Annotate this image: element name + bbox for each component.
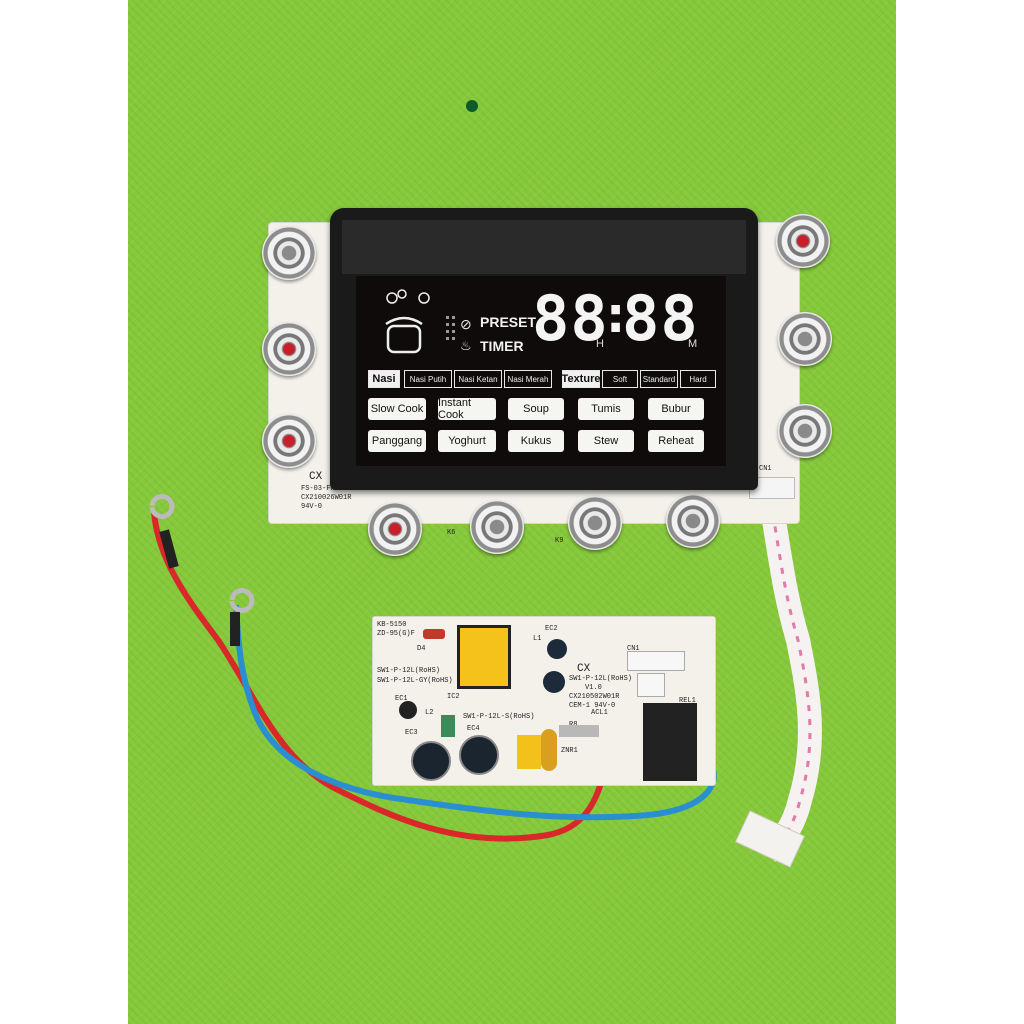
- menu-tumis-button[interactable]: Tumis: [578, 398, 634, 420]
- acl1-label: ACL1: [591, 709, 608, 717]
- spring-contact: [778, 312, 832, 366]
- ec1-label: EC1: [395, 695, 408, 703]
- rel1-label: REL1: [679, 697, 696, 705]
- l2-label: L2: [425, 709, 434, 717]
- hour-unit: H: [596, 338, 604, 350]
- spring-contact: [776, 214, 830, 268]
- spring-contact: [262, 226, 316, 280]
- connector-label: CN1: [759, 465, 772, 473]
- capacitor: [547, 639, 567, 659]
- spring-contact: [778, 404, 832, 458]
- key-label-k9: K9: [555, 537, 564, 545]
- tab-soft[interactable]: Soft: [602, 370, 638, 388]
- time-minutes: 88: [622, 282, 699, 355]
- wires: [149, 482, 822, 868]
- menu-soup-button[interactable]: Soup: [508, 398, 564, 420]
- cn1-label: CN1: [627, 645, 640, 653]
- spring-contact: [368, 502, 422, 556]
- felt-spot: [466, 100, 478, 112]
- l1-label: L1: [533, 635, 542, 643]
- board-code: CX210026W01R: [301, 494, 352, 502]
- tab-texture[interactable]: Texture: [562, 370, 600, 388]
- label-b: SW1-P-12L-GY(RoHS): [377, 677, 453, 685]
- menu-kukus-button[interactable]: Kukus: [508, 430, 564, 452]
- code-label: CX210502W01R: [569, 693, 620, 701]
- varistor: [541, 729, 557, 771]
- board-brand: CX: [309, 471, 323, 483]
- board-rating: 94V-0: [301, 503, 323, 511]
- capacitor: [399, 701, 417, 719]
- spring-contact: [568, 496, 622, 550]
- cooking-pot-icon: [385, 289, 430, 354]
- tab-nasi[interactable]: Nasi: [368, 370, 400, 388]
- label-a: SW1-P-12L(RoHS): [377, 667, 441, 675]
- menu-yoghurt-button[interactable]: Yoghurt: [438, 430, 496, 452]
- spring-contact: [666, 494, 720, 548]
- connector: [637, 673, 665, 697]
- transformer: [457, 625, 511, 689]
- power-board: KB-5150 ZD-95(G)F D4 SW1-P-12L(RoHS) SW1…: [372, 616, 716, 786]
- model-label-2: ZD-95(G)F: [377, 630, 415, 638]
- board-brand: CX: [577, 663, 591, 675]
- menu-slow-cook-button[interactable]: Slow Cook: [368, 398, 426, 420]
- menu-panggang-button[interactable]: Panggang: [368, 430, 426, 452]
- timer-label: TIMER: [480, 338, 524, 354]
- diode: [423, 629, 445, 639]
- product-photo: CX FS-03-FWR CX210026W01R 94V-0 CN1 K6 K…: [128, 0, 896, 1024]
- connector: [627, 651, 685, 671]
- x-capacitor: [517, 735, 541, 769]
- d4-label: D4: [417, 645, 426, 653]
- bezel-top: [342, 220, 746, 274]
- rating-label: CEM-1 94V-0: [569, 702, 616, 710]
- menu-reheat-button[interactable]: Reheat: [648, 430, 704, 452]
- preset-label: PRESET: [480, 314, 537, 330]
- menu-instant-cook-button[interactable]: Instant Cook: [438, 397, 496, 421]
- capacitor: [459, 735, 499, 775]
- ec2-label: EC2: [545, 625, 558, 633]
- ec3-label: EC3: [405, 729, 418, 737]
- inductor: [441, 715, 455, 737]
- relay: [643, 703, 697, 781]
- key-label-k6: K6: [447, 529, 456, 537]
- lcd-panel: ⊘ PRESET ♨ TIMER 88 : 88 H M Nasi Nasi P…: [356, 276, 726, 466]
- ic2-label: IC2: [447, 693, 460, 701]
- steam-icon: ♨: [460, 338, 472, 353]
- minute-unit: M: [688, 338, 698, 350]
- menu-bubur-button[interactable]: Bubur: [648, 398, 704, 420]
- tab-standard[interactable]: Standard: [640, 370, 678, 388]
- tab-nasi-merah[interactable]: Nasi Merah: [504, 370, 552, 388]
- resistor: [559, 725, 599, 737]
- time-hours: 88: [532, 282, 609, 355]
- label-d: SW1-P-12L-S(RoHS): [463, 713, 535, 721]
- tab-nasi-ketan[interactable]: Nasi Ketan: [454, 370, 502, 388]
- spring-contact: [262, 414, 316, 468]
- clock-icon: ⊘: [460, 316, 472, 332]
- label-c: SW1-P-12L(RoHS): [569, 675, 633, 683]
- spring-contact: [470, 500, 524, 554]
- version-label: V1.0: [585, 684, 602, 692]
- capacitor: [543, 671, 565, 693]
- level-dots-icon: [446, 316, 455, 340]
- menu-stew-button[interactable]: Stew: [578, 430, 634, 452]
- spring-contact: [262, 322, 316, 376]
- model-label-1: KB-5150: [377, 621, 407, 629]
- znr1-label: ZNR1: [561, 747, 578, 755]
- capacitor: [411, 741, 451, 781]
- time-colon: :: [600, 285, 633, 345]
- tab-hard[interactable]: Hard: [680, 370, 716, 388]
- lcd-bezel: ⊘ PRESET ♨ TIMER 88 : 88 H M Nasi Nasi P…: [330, 208, 758, 490]
- ec4-label: EC4: [467, 725, 480, 733]
- tabs-row: Nasi Nasi Putih Nasi Ketan Nasi Merah Te…: [368, 370, 724, 388]
- tab-nasi-putih[interactable]: Nasi Putih: [404, 370, 452, 388]
- board-part: FS-03-FWR: [301, 485, 339, 493]
